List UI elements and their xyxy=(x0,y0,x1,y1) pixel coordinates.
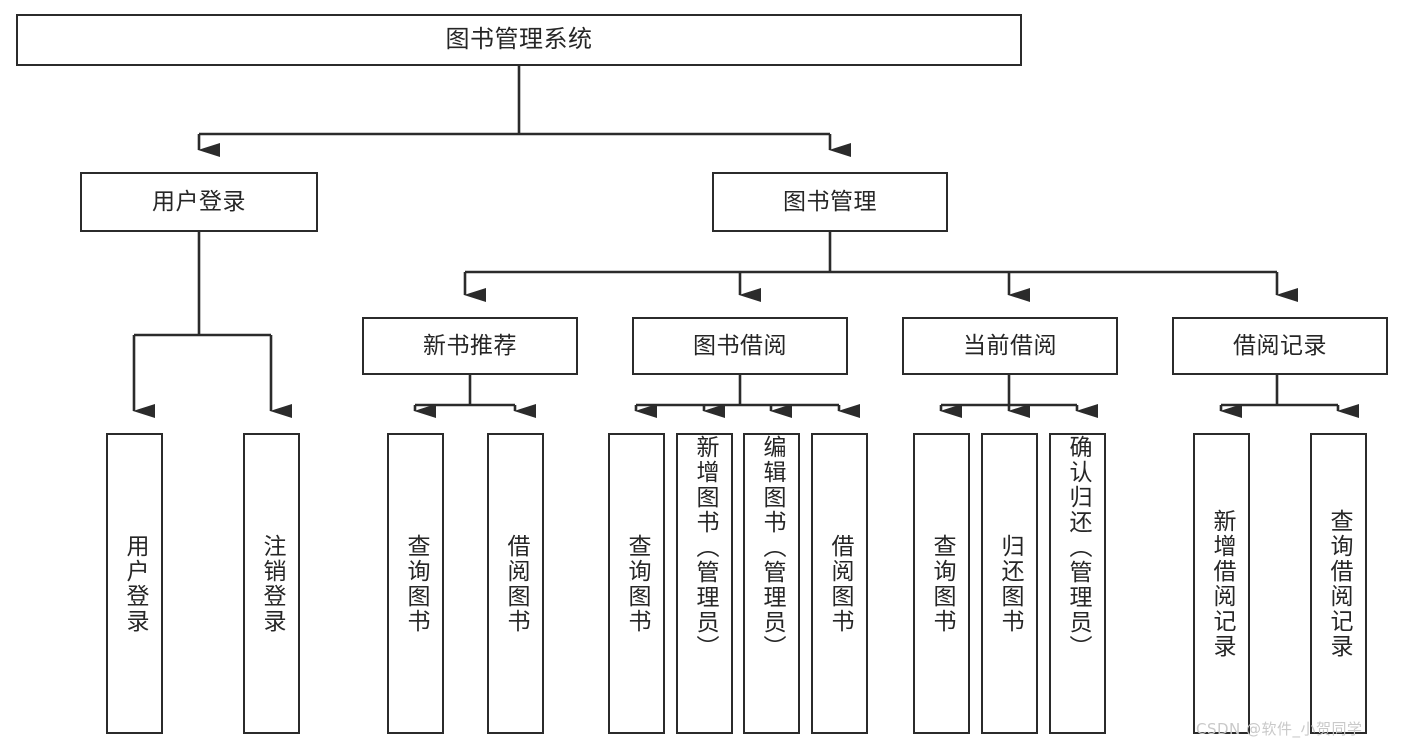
node-label: 归还图书 xyxy=(997,533,1023,634)
node-label: 确认归还（管理员） xyxy=(1065,435,1091,660)
node-label: 查询图书 xyxy=(403,533,429,634)
leaf-user-login[interactable]: 用户登录 xyxy=(106,433,163,734)
node-borrow-record[interactable]: 借阅记录 xyxy=(1172,317,1388,375)
node-label: 新增借阅记录 xyxy=(1209,508,1235,659)
leaf-query-book-borrowing[interactable]: 查询图书 xyxy=(608,433,665,734)
leaf-logout[interactable]: 注销登录 xyxy=(243,433,300,734)
node-label: 新书推荐 xyxy=(423,332,517,359)
node-book-borrowing[interactable]: 图书借阅 xyxy=(632,317,848,375)
node-label: 借阅记录 xyxy=(1233,332,1327,359)
node-label: 新增图书（管理员） xyxy=(692,435,718,660)
leaf-query-book-newrec[interactable]: 查询图书 xyxy=(387,433,444,734)
node-label: 查询图书 xyxy=(929,533,955,634)
node-user-login[interactable]: 用户登录 xyxy=(80,172,318,232)
leaf-borrow-book-newrec[interactable]: 借阅图书 xyxy=(487,433,544,734)
node-label: 用户登录 xyxy=(122,533,148,634)
node-label: 借阅图书 xyxy=(827,533,853,634)
node-label: 查询借阅记录 xyxy=(1326,508,1352,659)
node-label: 用户登录 xyxy=(152,188,246,215)
leaf-add-book-admin[interactable]: 新增图书（管理员） xyxy=(676,433,733,734)
node-current-borrowing[interactable]: 当前借阅 xyxy=(902,317,1118,375)
leaf-add-borrow-record[interactable]: 新增借阅记录 xyxy=(1193,433,1250,734)
node-label: 借阅图书 xyxy=(503,533,529,634)
node-label: 查询图书 xyxy=(624,533,650,634)
node-label: 注销登录 xyxy=(259,533,285,634)
node-label: 图书借阅 xyxy=(693,332,787,359)
node-label: 图书管理 xyxy=(783,188,877,215)
leaf-return-book[interactable]: 归还图书 xyxy=(981,433,1038,734)
leaf-borrow-book-borrowing[interactable]: 借阅图书 xyxy=(811,433,868,734)
node-label: 当前借阅 xyxy=(963,332,1057,359)
leaf-edit-book-admin[interactable]: 编辑图书（管理员） xyxy=(743,433,800,734)
leaf-query-book-current[interactable]: 查询图书 xyxy=(913,433,970,734)
csdn-watermark: CSDN @软件_小贺同学 xyxy=(1196,720,1363,738)
leaf-query-borrow-record[interactable]: 查询借阅记录 xyxy=(1310,433,1367,734)
node-new-book-recommendation[interactable]: 新书推荐 xyxy=(362,317,578,375)
node-book-management[interactable]: 图书管理 xyxy=(712,172,948,232)
node-root-book-management-system[interactable]: 图书管理系统 xyxy=(16,14,1022,66)
node-label: 编辑图书（管理员） xyxy=(759,435,785,660)
leaf-confirm-return-admin[interactable]: 确认归还（管理员） xyxy=(1049,433,1106,734)
node-label: 图书管理系统 xyxy=(445,25,593,54)
